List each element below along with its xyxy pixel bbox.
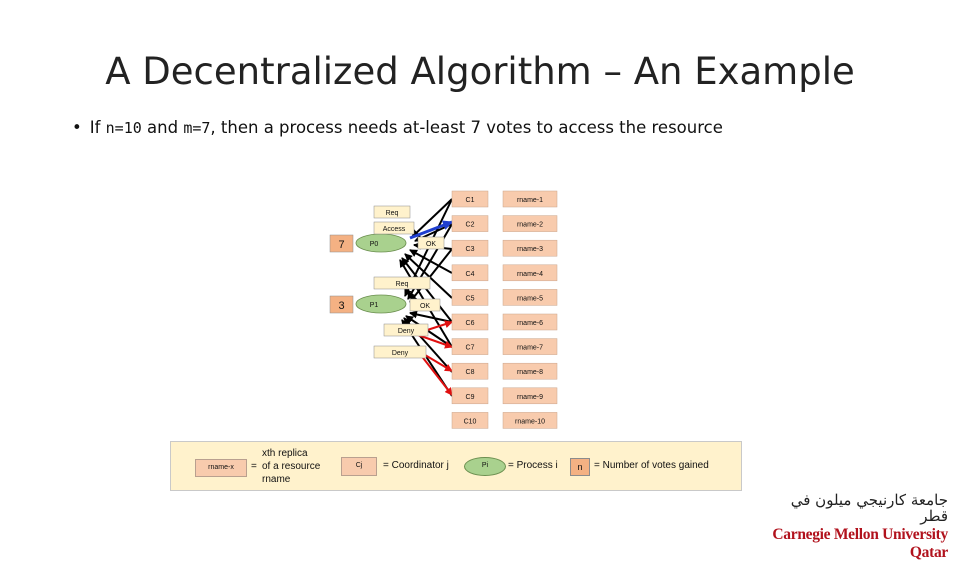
legend-replica-box: rname-x bbox=[195, 459, 247, 477]
coordinator-label: C4 bbox=[466, 271, 475, 278]
coordinator-box bbox=[451, 362, 489, 380]
coordinator-rows: C1 rname-1C2 rname-2C3 rname-3C4 rname-4C5 rn… bbox=[451, 190, 558, 429]
coordinator-box bbox=[451, 215, 489, 232]
process-p1-label: P1 bbox=[370, 302, 379, 309]
bullet-dot-icon: • bbox=[72, 118, 82, 137]
bullet-prefix: If bbox=[89, 118, 106, 137]
coordinator-label: C2 bbox=[466, 222, 475, 229]
legend-coordinator-box: Cj bbox=[341, 457, 377, 476]
coordinator-box bbox=[451, 313, 489, 331]
replica-box bbox=[502, 239, 558, 257]
legend-process-desc: = Process i bbox=[508, 460, 558, 471]
deny-arrow-2 bbox=[417, 334, 453, 349]
bullet-suffix: , then a process needs at-least 7 votes … bbox=[210, 118, 723, 137]
msg-deny-1: Deny bbox=[398, 328, 415, 335]
replica-label: rname-8 bbox=[517, 369, 543, 376]
replica-label: rname-1 bbox=[517, 197, 543, 204]
replica-box bbox=[502, 362, 558, 380]
replica-label: rname-9 bbox=[517, 394, 543, 401]
replica-box bbox=[502, 387, 558, 405]
coordinator-box bbox=[451, 387, 489, 405]
msg-ok-p1: OK bbox=[420, 303, 430, 310]
access-arrow bbox=[409, 220, 453, 240]
coordinator-label: C6 bbox=[466, 320, 475, 327]
cmu-qatar-logo: جامعة كارنيجي ميلون في قطر Carnegie Mell… bbox=[763, 491, 948, 561]
process-p1 bbox=[355, 294, 407, 314]
coordinator-label: C9 bbox=[466, 394, 475, 401]
replica-box bbox=[502, 338, 558, 355]
msg-req-p0-box bbox=[373, 205, 411, 219]
slide-title: A Decentralized Algorithm – An Example bbox=[105, 50, 855, 93]
replica-label: rname-5 bbox=[517, 295, 543, 302]
replica-label: rname-3 bbox=[517, 246, 543, 253]
replica-box bbox=[502, 313, 558, 331]
legend-coordinator-desc: = Coordinator j bbox=[383, 460, 449, 471]
msg-deny-2: Deny bbox=[392, 350, 409, 357]
logo-latin-text: Carnegie Mellon University Qatar bbox=[772, 526, 948, 561]
legend-replica-desc-3: rname bbox=[262, 474, 291, 485]
msg-req-p0: Req bbox=[386, 210, 399, 217]
msg-req-p1: Req bbox=[396, 281, 409, 288]
msg-ok-p0-box bbox=[417, 236, 445, 250]
replica-label: rname-2 bbox=[517, 222, 543, 229]
coordinator-label: C5 bbox=[466, 295, 475, 302]
replica-label: rname-4 bbox=[517, 271, 543, 278]
legend-process-oval: Pi bbox=[464, 457, 506, 476]
coordinator-box bbox=[451, 264, 489, 282]
arrow-c6-p0 bbox=[401, 257, 453, 323]
replica-box bbox=[502, 412, 558, 429]
replica-box bbox=[502, 215, 558, 232]
arrow-c5-p0 bbox=[404, 253, 453, 299]
bullet-text: • If n=10 and m=7, then a process needs a… bbox=[72, 118, 723, 137]
replica-label: rname-10 bbox=[515, 418, 545, 425]
coordinator-label: C7 bbox=[466, 345, 475, 352]
coordinator-label: C3 bbox=[466, 246, 475, 253]
legend-votes-desc: = Number of votes gained bbox=[594, 460, 709, 471]
legend: rname-x = xth replica of a resource rnam… bbox=[170, 441, 742, 491]
msg-deny-2-box bbox=[373, 345, 427, 359]
coordinator-label: C10 bbox=[464, 418, 477, 425]
coordinator-label: C8 bbox=[466, 369, 475, 376]
process-p0 bbox=[355, 233, 407, 253]
coordinator-box bbox=[451, 412, 489, 429]
coordinator-label: C1 bbox=[466, 197, 475, 204]
msg-access: Access bbox=[383, 226, 406, 233]
replica-box bbox=[502, 264, 558, 282]
votes-value-p0: 7 bbox=[338, 239, 344, 251]
coordinator-box bbox=[451, 289, 489, 306]
bullet-n-expr: n=10 bbox=[105, 119, 142, 137]
arrow-c1-p0 bbox=[411, 198, 453, 238]
msg-access-box bbox=[373, 221, 415, 235]
replica-box bbox=[502, 289, 558, 306]
coordinator-box bbox=[451, 338, 489, 355]
msg-req-p1-box bbox=[373, 276, 431, 290]
legend-votes-box: n bbox=[570, 458, 590, 476]
bullet-mid: and bbox=[141, 118, 184, 137]
deny-arrow-4 bbox=[419, 353, 453, 396]
msg-ok-p1-box bbox=[409, 298, 441, 312]
legend-replica-eq: = bbox=[251, 461, 257, 472]
arrow-c3-p1 bbox=[409, 248, 453, 303]
votes-box-p1 bbox=[329, 295, 354, 314]
msg-deny-1-box bbox=[383, 323, 429, 337]
bullet-m-expr: m=7 bbox=[183, 119, 211, 137]
coordinator-box bbox=[451, 190, 489, 208]
votes-value-p1: 3 bbox=[338, 300, 344, 312]
legend-replica-desc-2: of a resource bbox=[262, 461, 321, 472]
decentralized-diagram: C1 rname-1C2 rname-2C3 rname-3C4 rname-4C5 rn… bbox=[329, 190, 558, 429]
votes-box-p0 bbox=[329, 234, 354, 253]
process-p0-label: P0 bbox=[370, 241, 379, 248]
replica-label: rname-6 bbox=[517, 320, 543, 327]
logo-arabic-text: جامعة كارنيجي ميلون في قطر bbox=[790, 491, 948, 525]
msg-ok-p0: OK bbox=[426, 241, 436, 248]
replica-label: rname-7 bbox=[517, 345, 543, 352]
coordinator-box bbox=[451, 239, 489, 257]
replica-box bbox=[502, 190, 558, 208]
legend-replica-desc-1: xth replica bbox=[262, 448, 308, 459]
